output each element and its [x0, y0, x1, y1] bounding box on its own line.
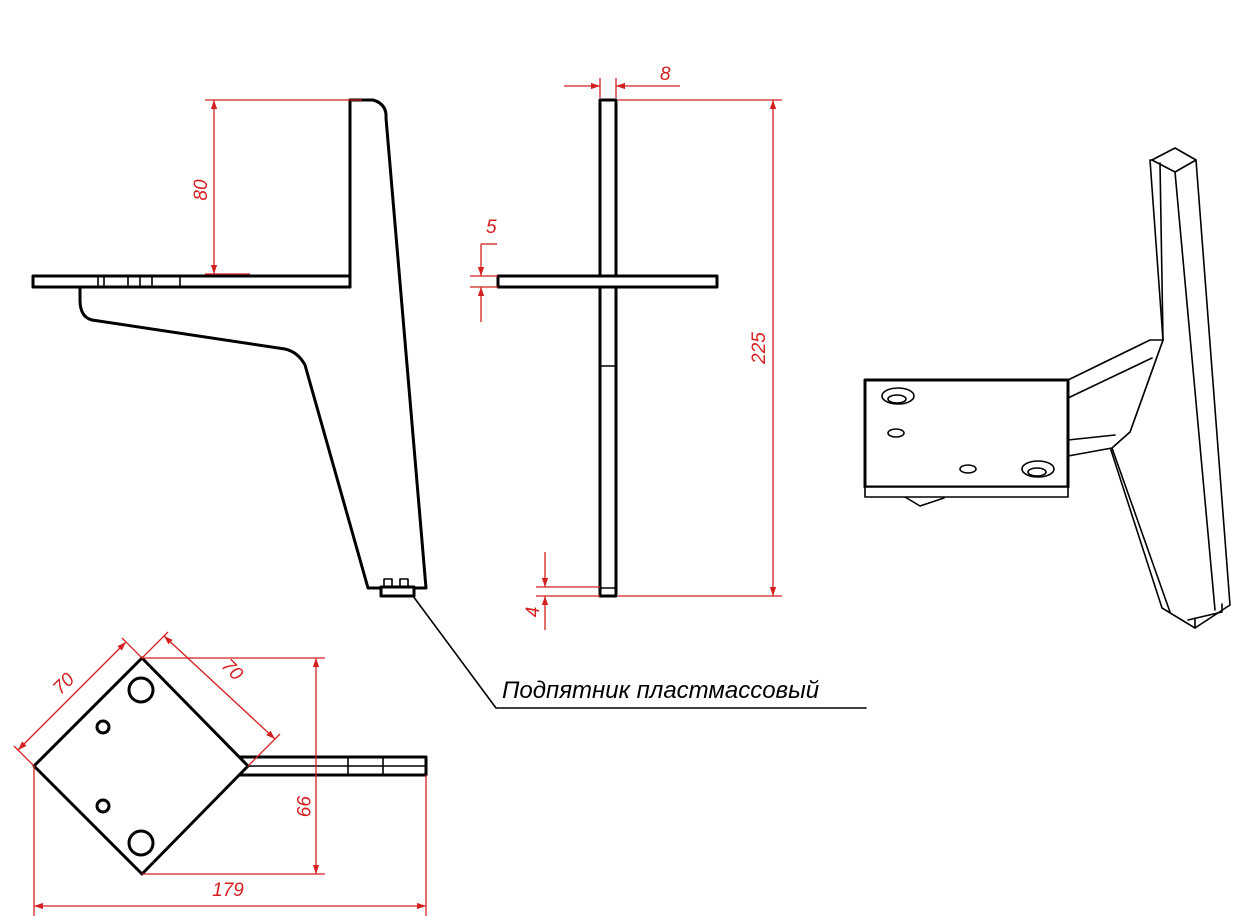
mounting-hole-small — [95, 798, 111, 814]
top-view: 70 70 99 179 — [13, 631, 428, 916]
mounting-hole-iso-small — [887, 428, 905, 438]
bar-lower — [598, 285, 618, 598]
callout-label: Подпятник пластмассовый — [502, 677, 819, 704]
leg-body-profile — [78, 98, 428, 590]
dimension-label-plate-thickness: 5 — [486, 217, 497, 238]
mounting-hole-large — [127, 829, 155, 857]
dimension-label-bar-thickness: 8 — [660, 64, 671, 85]
plate-side-profile — [496, 274, 719, 289]
callout-leader — [412, 595, 867, 709]
front-view: 80 — [31, 98, 428, 598]
isometric-view — [863, 147, 1231, 629]
mounting-hole-iso — [1021, 460, 1055, 478]
side-view: 8 225 5 4 — [470, 64, 782, 630]
mounting-hole-large — [127, 676, 155, 704]
dimension-label-side-left: 70 — [49, 669, 79, 699]
callout: Подпятник пластмассовый — [412, 595, 867, 709]
dimension-label-total-height: 225 — [749, 332, 770, 365]
plastic-glide-pad — [379, 585, 416, 598]
mounting-hole-iso — [881, 387, 915, 405]
bar-upper — [598, 98, 618, 278]
mounting-plate-iso — [863, 378, 1070, 489]
mounting-plate-profile — [31, 274, 352, 289]
dimension-label-pad-thickness: 4 — [523, 607, 544, 618]
dimension-label-total-length: 179 — [212, 880, 244, 901]
dimension-label-plate-height: 80 — [191, 179, 212, 201]
dimension-label-diagonal: 99 — [292, 795, 313, 817]
mounting-hole-iso-small — [959, 464, 977, 474]
dimension-label-side-right: 70 — [217, 655, 247, 685]
